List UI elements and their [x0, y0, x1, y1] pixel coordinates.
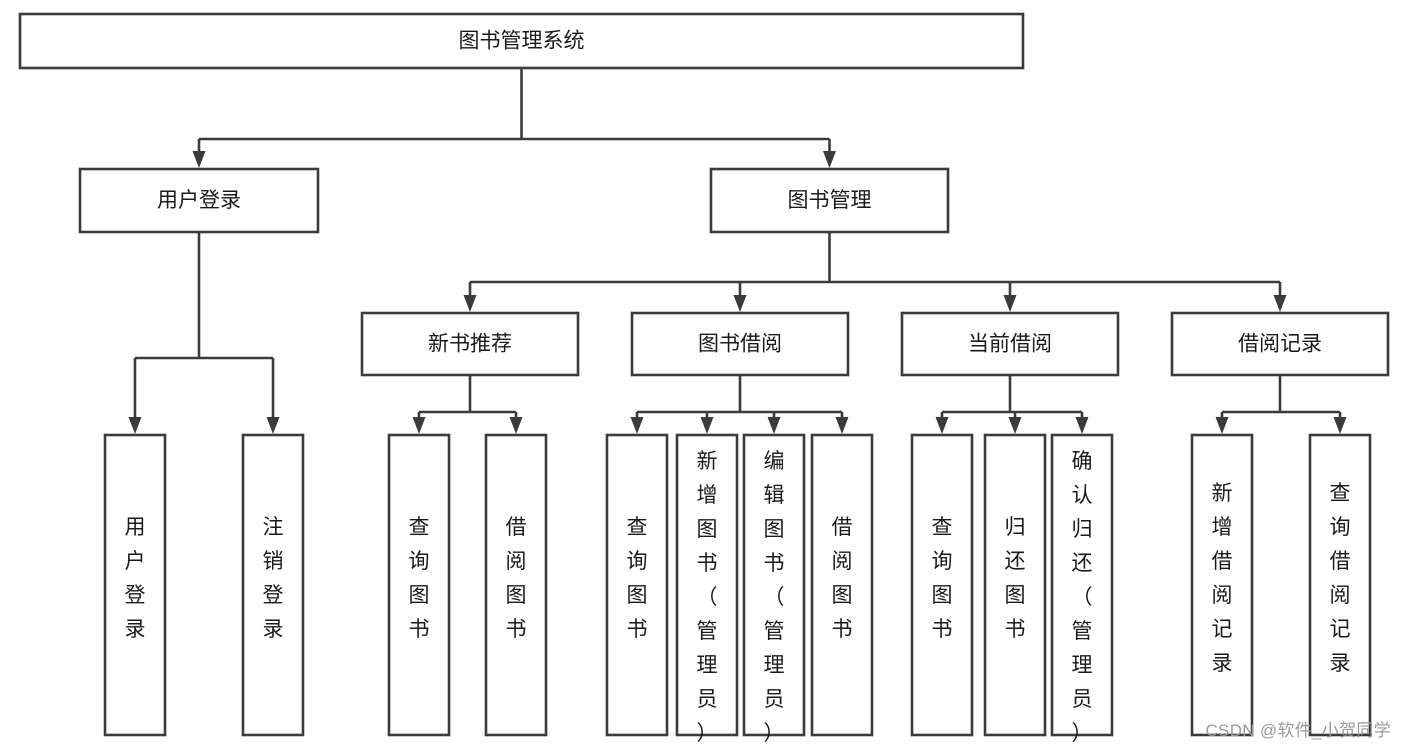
arrow-head-icon — [463, 295, 477, 312]
node-user-login[interactable]: 用户登录 — [78, 167, 320, 234]
arrow-head-icon — [1008, 417, 1022, 434]
node-box[interactable] — [241, 433, 305, 737]
connector-group — [128, 232, 280, 434]
node-leaf-add-book[interactable]: 新增图书（管理员） — [675, 433, 739, 745]
node-label: 注销登录 — [263, 516, 284, 641]
node-box[interactable] — [360, 311, 580, 377]
node-label: 编辑图书（管理员） — [764, 450, 785, 745]
arrow-head-icon — [767, 417, 781, 434]
arrow-head-icon — [1003, 295, 1017, 312]
node-box[interactable] — [900, 311, 1120, 377]
node-new-book-rec[interactable]: 新书推荐 — [360, 311, 580, 377]
node-box[interactable] — [1170, 311, 1390, 377]
node-leaf-edit-book[interactable]: 编辑图书（管理员） — [742, 433, 806, 745]
node-leaf-return-book[interactable]: 归还图书 — [983, 433, 1047, 737]
node-leaf-logout[interactable]: 注销登录 — [241, 433, 305, 737]
node-label: 图书管理系统 — [459, 30, 585, 53]
node-box[interactable] — [1190, 433, 1254, 737]
node-label: 新书推荐 — [428, 333, 512, 356]
node-leaf-query-record[interactable]: 查询借阅记录 — [1308, 433, 1372, 737]
node-label: 查询图书 — [409, 516, 430, 641]
arrow-head-icon — [509, 417, 523, 434]
arrow-head-icon — [192, 151, 206, 168]
node-root[interactable]: 图书管理系统 — [18, 12, 1025, 70]
arrow-head-icon — [1273, 295, 1287, 312]
node-label: 新增借阅记录 — [1212, 482, 1233, 675]
node-label: 借阅图书 — [832, 516, 853, 641]
arrow-head-icon — [128, 417, 142, 434]
node-box[interactable] — [18, 12, 1025, 70]
connector-group — [935, 375, 1089, 434]
node-current-borrow[interactable]: 当前借阅 — [900, 311, 1120, 377]
node-box[interactable] — [387, 433, 451, 737]
arrow-head-icon — [733, 295, 747, 312]
node-box[interactable] — [78, 167, 320, 234]
node-box[interactable] — [103, 433, 167, 737]
arrow-head-icon — [1215, 417, 1229, 434]
node-label: 新增图书（管理员） — [697, 450, 718, 745]
node-box[interactable] — [675, 433, 739, 737]
arrow-head-icon — [1075, 417, 1089, 434]
node-leaf-borrow-book-2[interactable]: 借阅图书 — [810, 433, 874, 737]
arrow-head-icon — [412, 417, 426, 434]
node-box[interactable] — [1050, 433, 1114, 737]
connector-group — [463, 232, 1287, 312]
arrow-head-icon — [823, 151, 836, 168]
node-box[interactable] — [484, 433, 548, 737]
node-label: 用户登录 — [125, 516, 146, 641]
node-label: 图书管理 — [788, 189, 872, 212]
node-book-manage[interactable]: 图书管理 — [709, 167, 950, 234]
node-label: 查询借阅记录 — [1330, 482, 1351, 675]
connector-group — [192, 68, 836, 168]
arrow-head-icon — [266, 417, 280, 434]
node-box[interactable] — [605, 433, 669, 737]
node-leaf-borrow-book-1[interactable]: 借阅图书 — [484, 433, 548, 737]
connector-group — [630, 375, 849, 434]
watermark-text: CSDN @软件_小贺同学 — [1205, 721, 1391, 740]
node-leaf-query-book-3[interactable]: 查询图书 — [910, 433, 974, 737]
node-label: 图书借阅 — [698, 333, 782, 356]
node-leaf-confirm-return[interactable]: 确认归还（管理员） — [1050, 433, 1114, 745]
node-box[interactable] — [709, 167, 950, 234]
node-box[interactable] — [1308, 433, 1372, 737]
node-label: 确认归还（管理员） — [1072, 450, 1093, 745]
node-leaf-query-book-2[interactable]: 查询图书 — [605, 433, 669, 737]
node-label: 借阅记录 — [1238, 333, 1322, 356]
node-label: 查询图书 — [932, 516, 953, 641]
node-box[interactable] — [910, 433, 974, 737]
connector-group — [412, 375, 523, 434]
arrow-head-icon — [700, 417, 714, 434]
node-box[interactable] — [983, 433, 1047, 737]
connector-layer — [128, 68, 1347, 434]
node-label: 当前借阅 — [968, 333, 1052, 356]
node-leaf-add-record[interactable]: 新增借阅记录 — [1190, 433, 1254, 737]
node-box[interactable] — [742, 433, 806, 737]
node-label: 查询图书 — [627, 516, 648, 641]
node-label: 归还图书 — [1005, 516, 1026, 641]
node-leaf-query-book-1[interactable]: 查询图书 — [387, 433, 451, 737]
node-box[interactable] — [630, 311, 850, 377]
node-box[interactable] — [810, 433, 874, 737]
arrow-head-icon — [630, 417, 644, 434]
node-label: 用户登录 — [157, 189, 241, 212]
arrow-head-icon — [935, 417, 949, 434]
node-label: 借阅图书 — [506, 516, 527, 641]
connector-group — [1215, 375, 1347, 434]
node-borrow-record[interactable]: 借阅记录 — [1170, 311, 1390, 377]
node-leaf-user-login[interactable]: 用户登录 — [103, 433, 167, 737]
arrow-head-icon — [1333, 417, 1347, 434]
node-layer: 图书管理系统用户登录图书管理新书推荐图书借阅当前借阅借阅记录用户登录注销登录查询… — [18, 12, 1390, 745]
arrow-head-icon — [835, 417, 849, 434]
node-book-borrow[interactable]: 图书借阅 — [630, 311, 850, 377]
